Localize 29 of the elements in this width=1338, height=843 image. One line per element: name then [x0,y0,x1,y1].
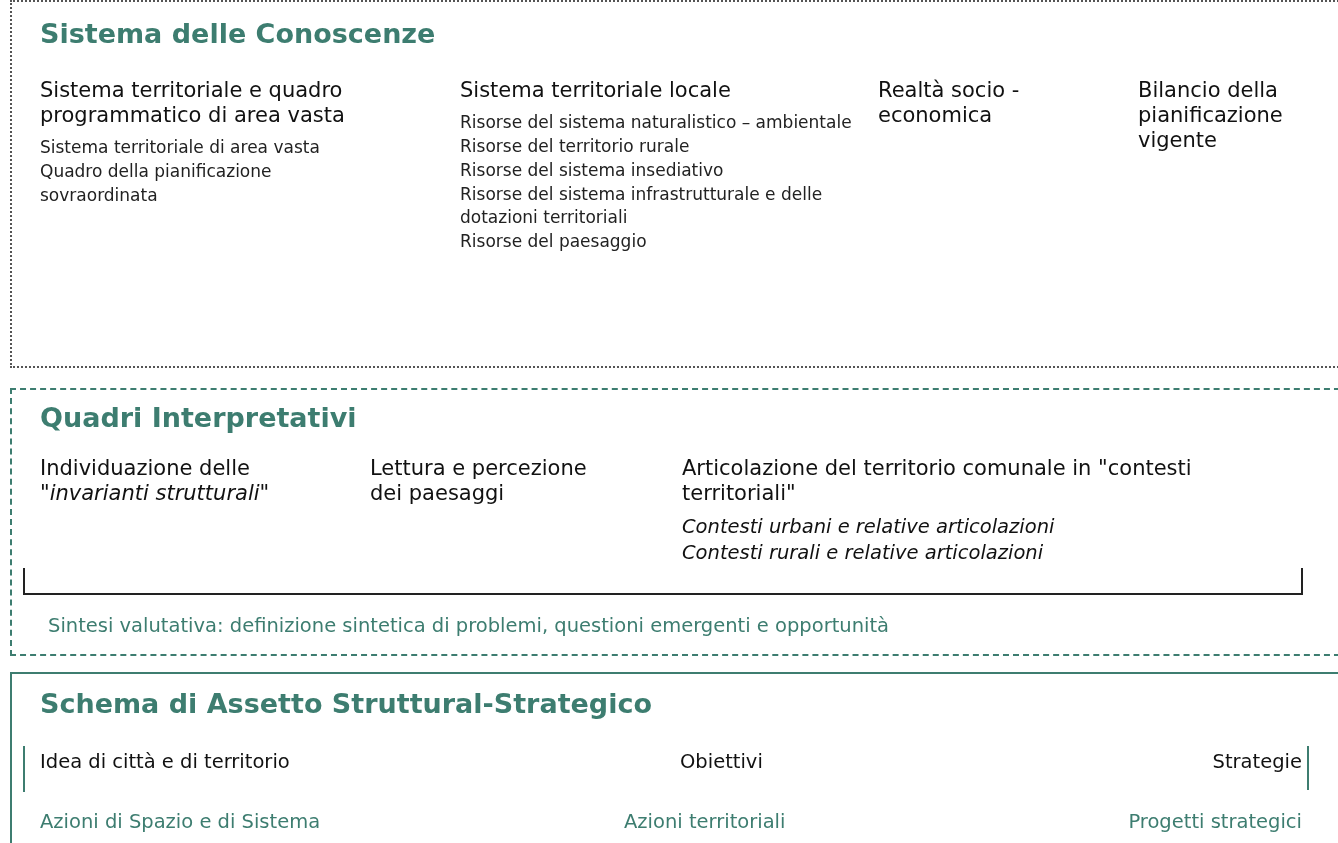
column-heading: Individuazione delle "invarianti strutturali" [40,456,271,507]
column-heading: Articolazione del territorio comunale in "contesti territoriali" [682,456,1193,507]
row-label: Obiettivi [680,750,763,774]
column-heading: Lettura e percezione dei paesaggi [370,456,588,507]
section-title: Schema di Assetto Struttural-Strategico [40,688,652,721]
list-item: Risorse del sistema naturalistico – ambientale [460,111,852,135]
section-panel [10,0,1338,368]
summary-text: Azioni territoriali [624,810,786,834]
summary-text: Progetti strategici [1128,810,1302,834]
column-heading: Sistema territoriale locale [460,78,731,104]
column-heading: Bilancio della pianificazione vigente [1138,78,1284,154]
column-heading: Sistema territoriale e quadro programmatico di area vasta [40,78,346,129]
list-item: Risorse del territorio rurale [460,135,690,158]
section-title: Sistema delle Conoscenze [40,18,436,51]
list-item: Risorse del paesaggio [460,230,647,254]
column-heading: Realtà socio - economica [878,78,1021,129]
summary-text: Sintesi valutativa: definizione sintetica di problemi, questioni emergenti e opportunità [48,614,890,638]
list-item: Contesti rurali e relative articolazioni [682,539,1044,566]
list-item: Quadro della pianificazione sovraordinata [40,160,273,207]
list-item: Risorse del sistema infrastrutturale e delle dotazioni territoriali [460,182,824,230]
row-label: Strategie [1212,750,1302,774]
section-panel [10,388,1338,656]
row-label: Idea di città e di territorio [40,750,290,774]
list-item: Risorse del sistema insediativo [460,158,724,182]
section-panel [10,672,1338,843]
summary-text: Azioni di Spazio e di Sistema [40,810,321,834]
list-item: Sistema territoriale di area vasta [40,136,320,160]
section-title: Quadri Interpretativi [40,402,357,435]
list-item: Contesti urbani e relative articolazioni [682,514,1055,540]
